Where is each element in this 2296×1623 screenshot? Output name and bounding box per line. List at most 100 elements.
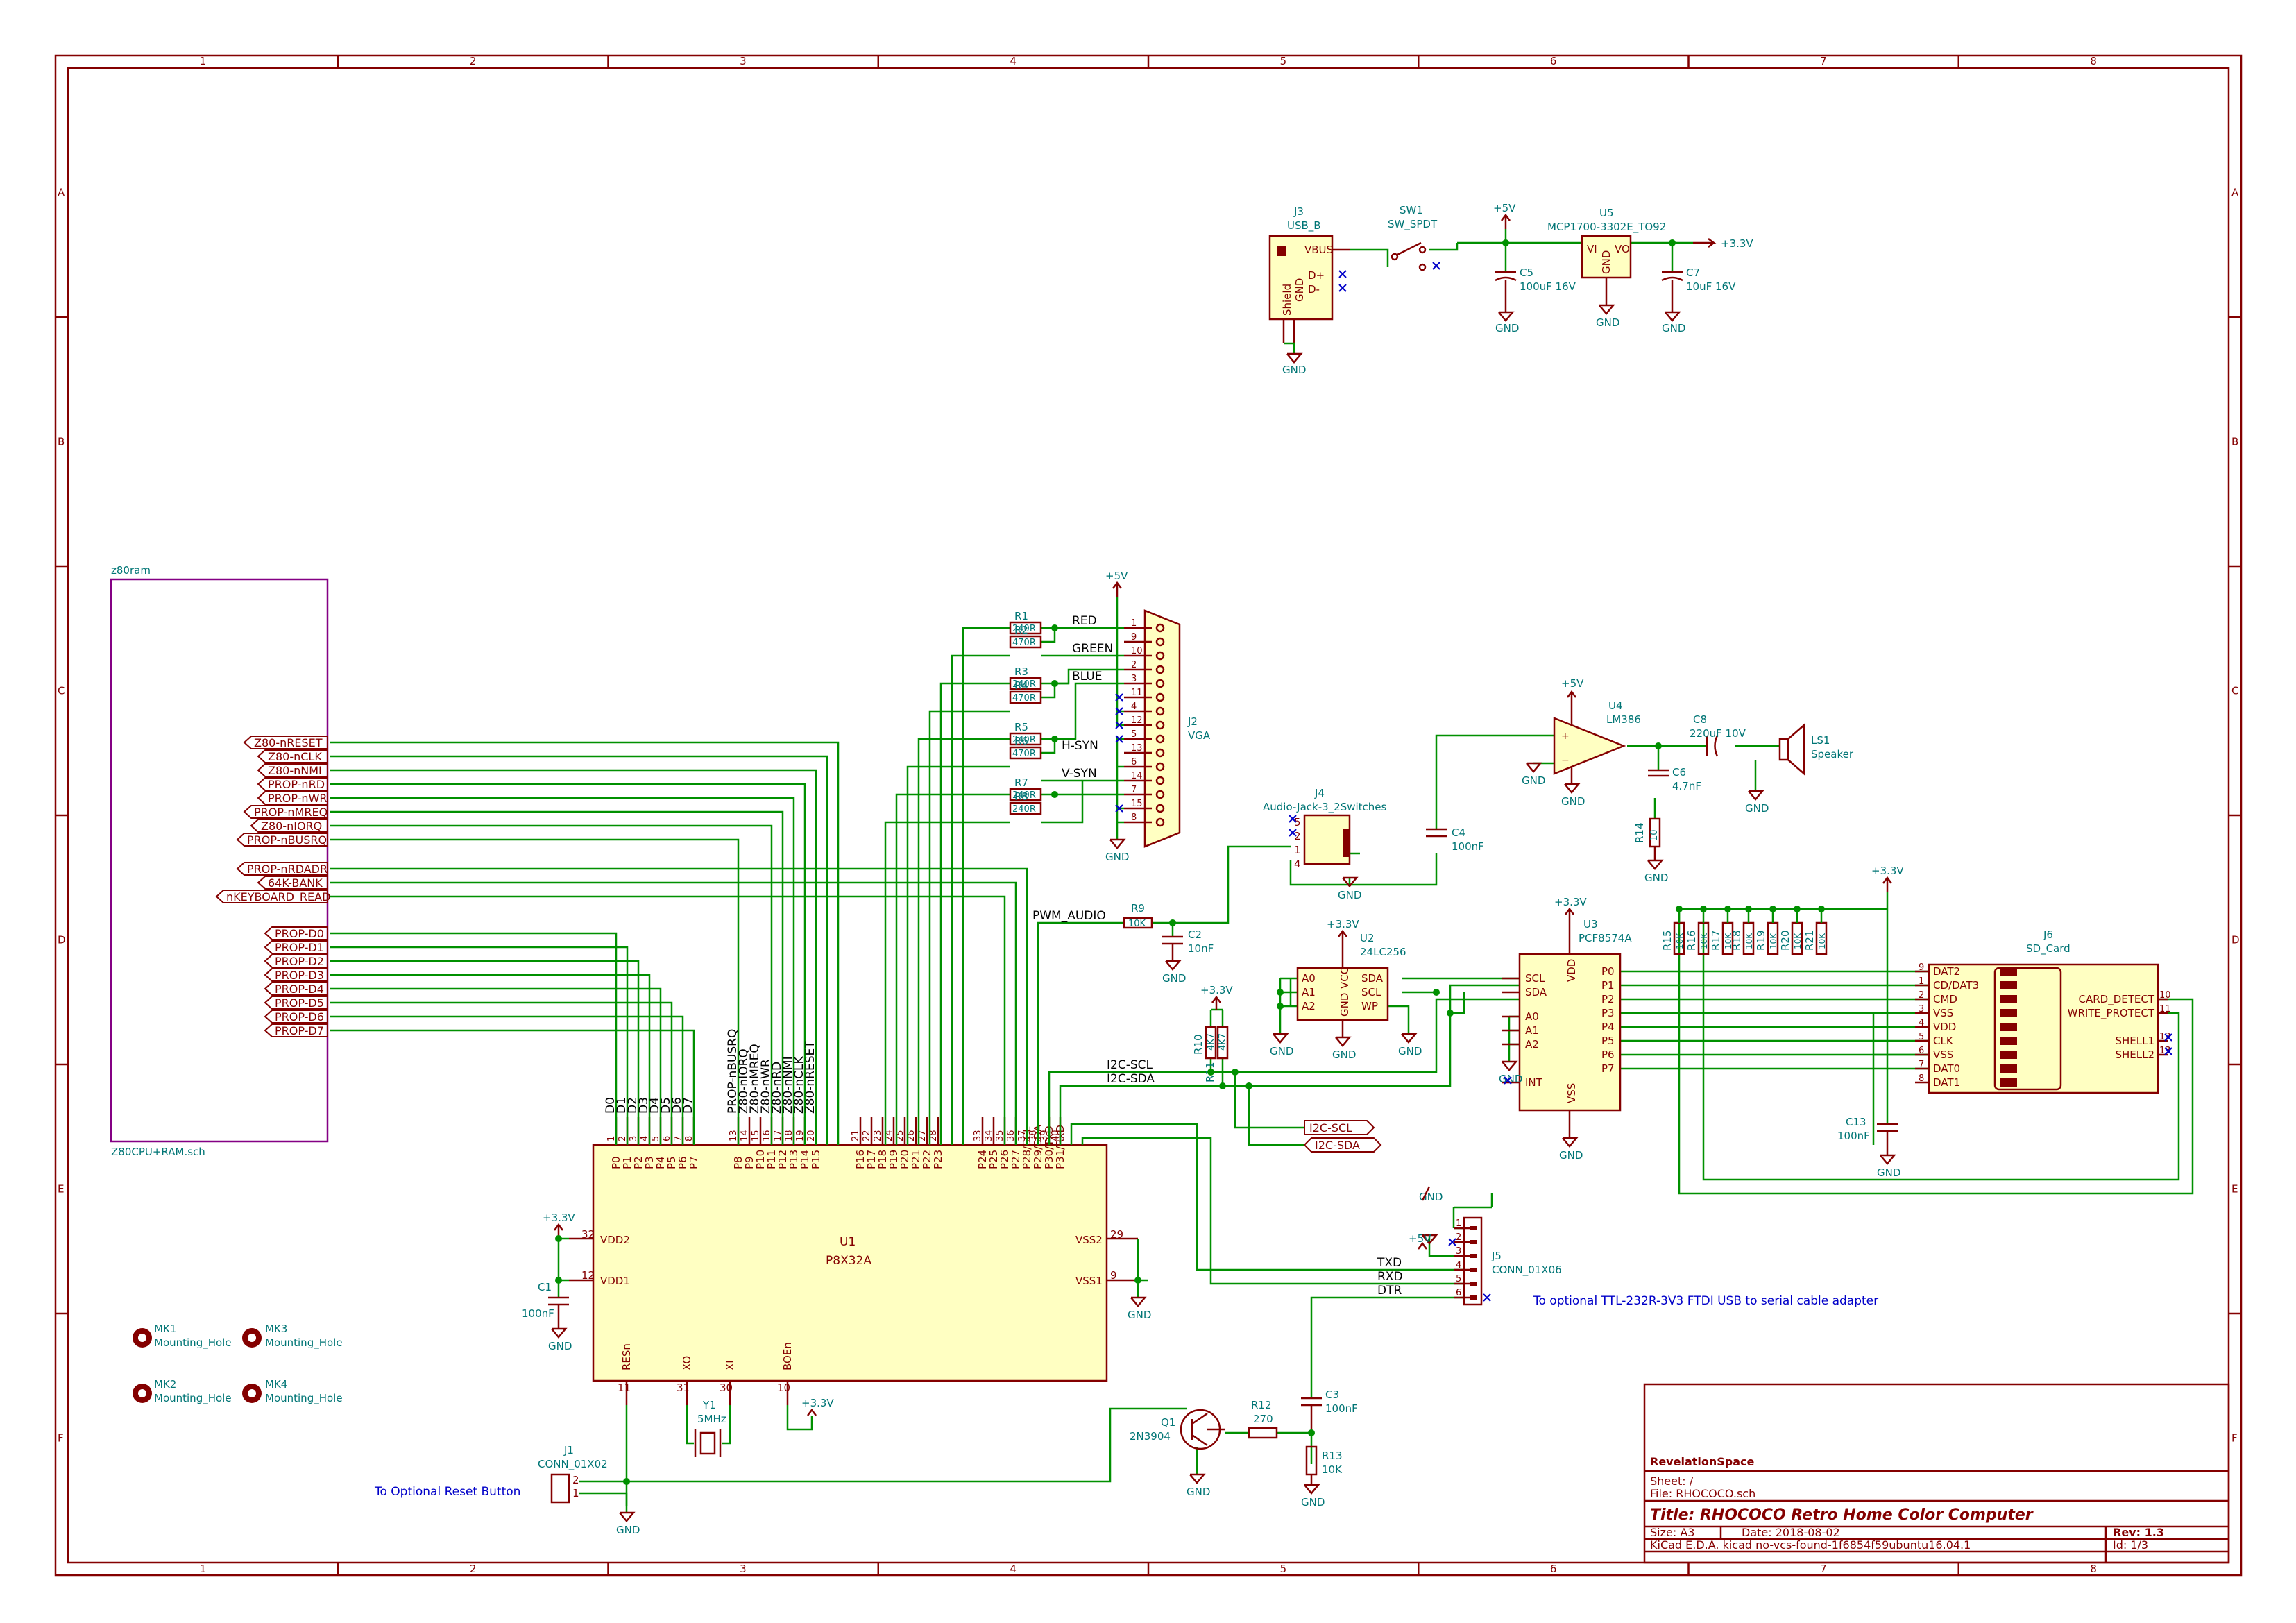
hier-pin[interactable] bbox=[250, 819, 328, 833]
ls1-speaker[interactable]: LS1 Speaker GND bbox=[1745, 723, 1854, 815]
j6-sd-card[interactable]: J6 SD_Card DAT29CD/DAT31CMD2VSS3VDD4CLK5… bbox=[1915, 928, 2172, 1094]
svg-text:+5V: +5V bbox=[1493, 202, 1516, 214]
c6-capacitor[interactable]: C6 4.7nF bbox=[1648, 766, 1701, 792]
svg-text:100nF: 100nF bbox=[1325, 1402, 1358, 1415]
c8-capacitor[interactable]: C8 220uF 10V bbox=[1690, 713, 1746, 757]
u1-pin-number: 34 bbox=[984, 1130, 994, 1141]
mounting-hole-mk1[interactable]: MK1 Mounting_Hole bbox=[133, 1323, 232, 1350]
vga-resistor[interactable] bbox=[1009, 690, 1042, 704]
hier-pin[interactable] bbox=[236, 862, 328, 876]
glabel-i2c-scl[interactable]: I2C-SCL bbox=[1304, 1120, 1375, 1135]
hier-pin[interactable] bbox=[243, 736, 328, 749]
u3-pin-left: SDA bbox=[1525, 986, 1547, 999]
y1-crystal[interactable]: Y1 5MHz bbox=[694, 1399, 726, 1457]
hier-pin-label: PROP-nMREQ bbox=[254, 806, 328, 819]
hier-sheet-file: Z80CPU+RAM.sch bbox=[111, 1146, 205, 1158]
svg-text:SW_SPDT: SW_SPDT bbox=[1388, 218, 1438, 231]
svg-text:Y1: Y1 bbox=[702, 1399, 716, 1411]
u1-pin-number: 8 bbox=[684, 1136, 695, 1141]
c5-capacitor[interactable]: C5 100uF 16V GND bbox=[1495, 266, 1576, 334]
j2-value: VGA bbox=[1188, 729, 1211, 742]
j3-dp: D+ bbox=[1308, 269, 1325, 282]
svg-text:1: 1 bbox=[572, 1487, 579, 1499]
hier-pin[interactable] bbox=[257, 791, 328, 805]
hier-sheet-z80ram[interactable]: z80ram Z80CPU+RAM.sch Z80-nRESETZ80-nCLK… bbox=[110, 564, 330, 1158]
vga-resistor[interactable] bbox=[1009, 635, 1042, 649]
hier-pin[interactable] bbox=[264, 968, 328, 982]
hier-pin[interactable] bbox=[236, 833, 328, 847]
u3-pin-left: A0 bbox=[1525, 1010, 1539, 1023]
hier-pin[interactable] bbox=[264, 954, 328, 968]
svg-text:+3.3V: +3.3V bbox=[1327, 918, 1359, 931]
frame-row-label: F bbox=[2231, 1432, 2238, 1445]
vga-resistor[interactable] bbox=[1009, 801, 1042, 815]
vga-pin-number: 10 bbox=[1131, 646, 1143, 656]
hier-pin[interactable] bbox=[264, 940, 328, 954]
hier-pin[interactable] bbox=[264, 982, 328, 996]
hier-pin[interactable] bbox=[243, 805, 328, 819]
mounting-hole-mk3[interactable]: MK3 Mounting_Hole bbox=[242, 1323, 343, 1350]
r12-resistor[interactable]: R12 270 bbox=[1248, 1399, 1278, 1439]
misc-section[interactable]: J1 CONN_01X02 2 1 GND To Optional Reset … bbox=[133, 1212, 1151, 1536]
hier-pin-label: PROP-D3 bbox=[275, 969, 324, 982]
hier-pin-label: PROP-D1 bbox=[275, 941, 324, 954]
hier-pin[interactable] bbox=[264, 1010, 328, 1023]
hier-pin[interactable] bbox=[257, 749, 328, 763]
hier-pin[interactable] bbox=[264, 1023, 328, 1037]
mounting-hole-mk2[interactable]: MK2 Mounting_Hole bbox=[133, 1378, 232, 1405]
glabel-i2c-sda[interactable]: I2C-SDA bbox=[1303, 1137, 1382, 1153]
reset-note: To Optional Reset Button bbox=[374, 1485, 520, 1499]
r14-resistor[interactable]: R14 10 GND bbox=[1633, 817, 1668, 884]
sd-pin-number: 3 bbox=[1919, 1004, 1924, 1014]
c3-capacitor[interactable]: C3 100nF bbox=[1301, 1388, 1358, 1429]
frame-row-label: A bbox=[58, 187, 65, 199]
sd-contact-pad bbox=[2000, 1023, 2017, 1031]
hier-pin[interactable] bbox=[264, 926, 328, 940]
svg-text:J5: J5 bbox=[1491, 1250, 1502, 1262]
vga-resistor[interactable] bbox=[1009, 788, 1042, 801]
hier-pin[interactable] bbox=[257, 763, 328, 777]
r10-r11-pullups[interactable]: R10 4K7 R11 4K7 +3.3V bbox=[1192, 984, 1233, 1082]
u1-vss2: VSS2 bbox=[1075, 1234, 1103, 1246]
sd-pin-number: 8 bbox=[1919, 1073, 1924, 1084]
vga-resistor-ref: R6 bbox=[1014, 735, 1028, 747]
r13-resistor[interactable]: R13 10K GND bbox=[1301, 1445, 1343, 1509]
frame-col-label: 7 bbox=[1820, 55, 1827, 67]
u3-pcf8574[interactable]: U3 PCF8574A SCLSDAA0A1A2INTP0P1P2P3P4P5P… bbox=[1499, 896, 1632, 1162]
r9-resistor[interactable]: R9 10K PWM_AUDIO bbox=[1032, 902, 1153, 929]
c7-capacitor[interactable]: C7 10uF 16V GND bbox=[1661, 266, 1736, 334]
vga-resistor[interactable] bbox=[1009, 621, 1042, 635]
svg-text:Mounting_Hole: Mounting_Hole bbox=[154, 1392, 232, 1405]
vga-resistor[interactable] bbox=[1009, 732, 1042, 746]
u1-pin-name: P1 bbox=[621, 1156, 633, 1169]
hier-pin[interactable] bbox=[264, 996, 328, 1010]
hier-pin[interactable] bbox=[257, 876, 328, 890]
sw1-switch[interactable]: SW1 SW_SPDT bbox=[1388, 204, 1440, 271]
power-section[interactable]: J3 USB_B VBUS D+ D- Shield GND GND SW1 S… bbox=[1268, 202, 1753, 376]
vga-resistor[interactable] bbox=[1009, 677, 1042, 690]
audio-section[interactable]: U4 LM386 + − +5V GND GND C8 220uF 10V LS… bbox=[1032, 677, 1854, 985]
hier-pin-label: PROP-nWR bbox=[268, 792, 328, 805]
frame-col-label: 4 bbox=[1010, 55, 1017, 67]
c4-capacitor[interactable]: C4 100nF bbox=[1426, 826, 1484, 853]
q1-transistor[interactable]: Q1 2N3904 GND bbox=[1130, 1409, 1225, 1498]
vga-section[interactable]: R1240RR2470RR3240RR4470RR5240RR6470RR724… bbox=[1009, 570, 1211, 863]
c2-capacitor[interactable]: C2 10nF GND bbox=[1162, 928, 1214, 985]
vga-resistor[interactable] bbox=[1009, 746, 1042, 760]
j4-audio-jack[interactable]: J4 Audio-Jack-3_2Switches 5 2 1 4 GND bbox=[1263, 787, 1387, 901]
u4-lm386[interactable]: U4 LM386 + − +5V GND GND bbox=[1522, 677, 1641, 808]
u5-regulator[interactable]: U5 MCP1700-3302E_TO92 VI VO GND GND bbox=[1547, 207, 1666, 329]
hier-pin[interactable] bbox=[215, 890, 328, 903]
hier-pin[interactable] bbox=[257, 777, 328, 791]
j1-reset-header[interactable]: J1 CONN_01X02 2 1 GND To Optional Reset … bbox=[374, 1444, 640, 1536]
c13-capacitor[interactable]: C13 100nF GND bbox=[1837, 1116, 1900, 1179]
mounting-hole-mk4[interactable]: MK4 Mounting_Hole bbox=[242, 1378, 343, 1405]
u1-propeller[interactable]: U1 P8X32A P01P12P23P34P45P56P67P78P813P9… bbox=[569, 1117, 1138, 1405]
u1-n29: 29 bbox=[1110, 1228, 1123, 1241]
